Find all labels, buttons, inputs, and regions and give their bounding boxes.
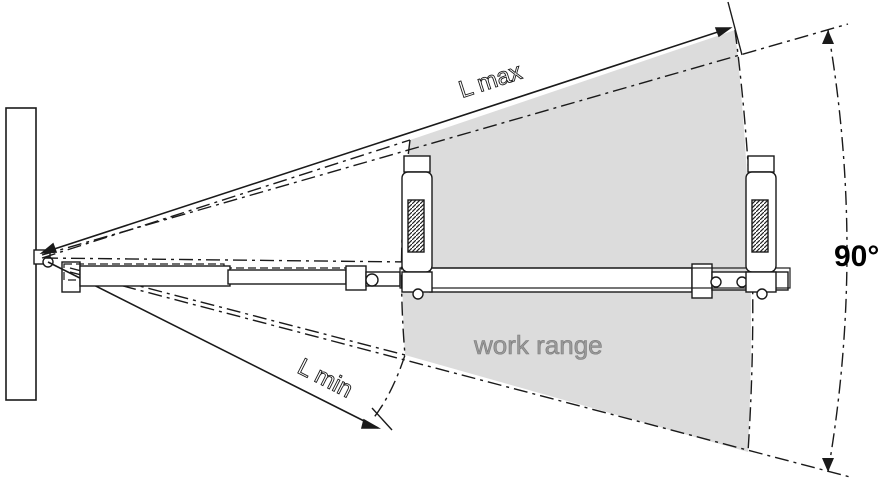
label-lmin: L min [293,353,357,403]
label-lmax: L max [456,58,526,104]
lmin-dimension [47,261,382,429]
motor-unit-right [745,155,777,300]
gate-leaf-bar [399,267,791,289]
label-work-range: work range [473,330,603,360]
motor-unit-left [401,155,433,300]
lmax-end-tick [727,1,743,56]
label-angle: 90° [834,240,879,273]
work-range-area [402,30,752,452]
lmin-end-tick [371,407,393,431]
wall-post [5,107,37,401]
wall-bracket [33,249,81,293]
angle-arrows [822,30,834,472]
